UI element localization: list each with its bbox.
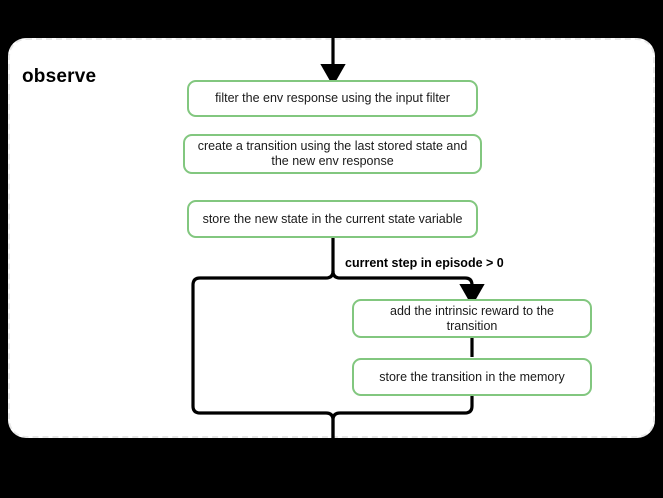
node-create-transition[interactable]: create a transition using the last store… (183, 134, 482, 174)
node-filter-env-response[interactable]: filter the env response using the input … (187, 80, 478, 117)
scope-title: observe (22, 66, 97, 87)
node-label: store the new state in the current state… (202, 211, 463, 226)
node-label: filter the env response using the input … (215, 91, 450, 105)
node-store-transition-memory[interactable]: store the transition in the memory (352, 358, 592, 396)
edge-condition-label: current step in episode > 0 (345, 256, 504, 270)
node-label: create a transition using the last store… (197, 139, 468, 168)
node-label: store the transition in the memory (379, 369, 565, 384)
node-label: add the intrinsic reward to the transiti… (390, 303, 554, 333)
node-store-new-state[interactable]: store the new state in the current state… (187, 200, 478, 238)
node-add-intrinsic-reward[interactable]: add the intrinsic reward to the transiti… (352, 299, 592, 338)
